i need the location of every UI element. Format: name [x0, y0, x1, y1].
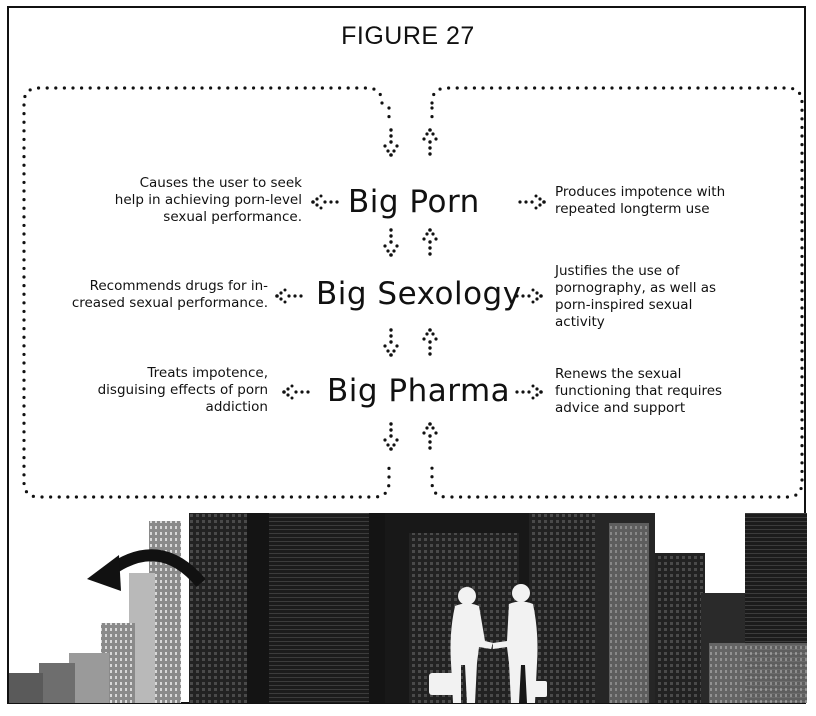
note-line: functioning that requires [555, 383, 723, 399]
dotted-down-arrow-icon [383, 422, 399, 451]
dark-buildings [189, 513, 807, 703]
note-line: Recommends drugs for in- [89, 278, 268, 294]
node-big-pharma: Big Pharma [327, 373, 511, 409]
note-line: help in achieving porn-level [114, 192, 302, 208]
left-note-pharma: Treats impotence, disguising effects of … [98, 365, 268, 416]
dotted-up-arrow-icon [422, 128, 438, 156]
dotted-up-arrow-icon [422, 228, 438, 256]
note-line: Produces impotence with [555, 184, 726, 200]
figure-frame [7, 6, 806, 704]
curved-left-arrow-icon [87, 549, 206, 591]
note-line: addiction [205, 399, 268, 415]
right-note-porn: Produces impotence with repeated longter… [555, 184, 725, 218]
note-line: Treats impotence, [147, 365, 268, 381]
note-line: creased sexual performance. [71, 295, 268, 311]
note-line: Justifies the use of [555, 263, 680, 279]
node-big-sexology: Big Sexology [316, 276, 522, 312]
right-note-sexology: Justifies the use of pornography, as wel… [555, 263, 716, 331]
note-line: porn-inspired sexual [555, 297, 693, 313]
dotted-right-arrow-icon [518, 194, 546, 210]
dotted-up-arrow-icon [422, 422, 438, 450]
dotted-left-arrow-icon [311, 194, 339, 210]
dotted-left-arrow-icon [282, 384, 310, 400]
dotted-up-arrow-icon [422, 328, 438, 356]
city-skyline-illustration [9, 513, 807, 703]
note-line: Causes the user to seek [139, 175, 302, 191]
dotted-left-arrow-icon [275, 288, 303, 304]
note-line: pornography, as well as [555, 280, 717, 296]
right-box-outline [430, 86, 804, 499]
note-line: disguising effects of porn [97, 382, 268, 398]
dotted-down-arrow-icon [383, 228, 399, 257]
left-note-sexology: Recommends drugs for in- creased sexual … [72, 278, 268, 312]
skyline-svg [9, 513, 807, 703]
left-box-outline [22, 86, 391, 499]
note-line: Renews the sexual [555, 366, 682, 382]
dotted-down-arrow-icon [383, 328, 399, 357]
node-big-porn: Big Porn [348, 184, 480, 220]
dotted-right-arrow-icon [515, 288, 543, 304]
handshake-silhouettes [429, 584, 547, 703]
dotted-right-arrow-icon [515, 384, 543, 400]
note-line: advice and support [555, 400, 686, 416]
figure-title: FIGURE 27 [341, 22, 475, 50]
note-line: activity [555, 314, 605, 330]
note-line: sexual performance. [163, 209, 302, 225]
dotted-down-arrow-icon [383, 128, 399, 157]
note-line: repeated longterm use [555, 201, 710, 217]
left-note-porn: Causes the user to seek help in achievin… [115, 175, 302, 226]
left-buildings [9, 521, 181, 703]
right-note-pharma: Renews the sexual functioning that requi… [555, 366, 722, 417]
